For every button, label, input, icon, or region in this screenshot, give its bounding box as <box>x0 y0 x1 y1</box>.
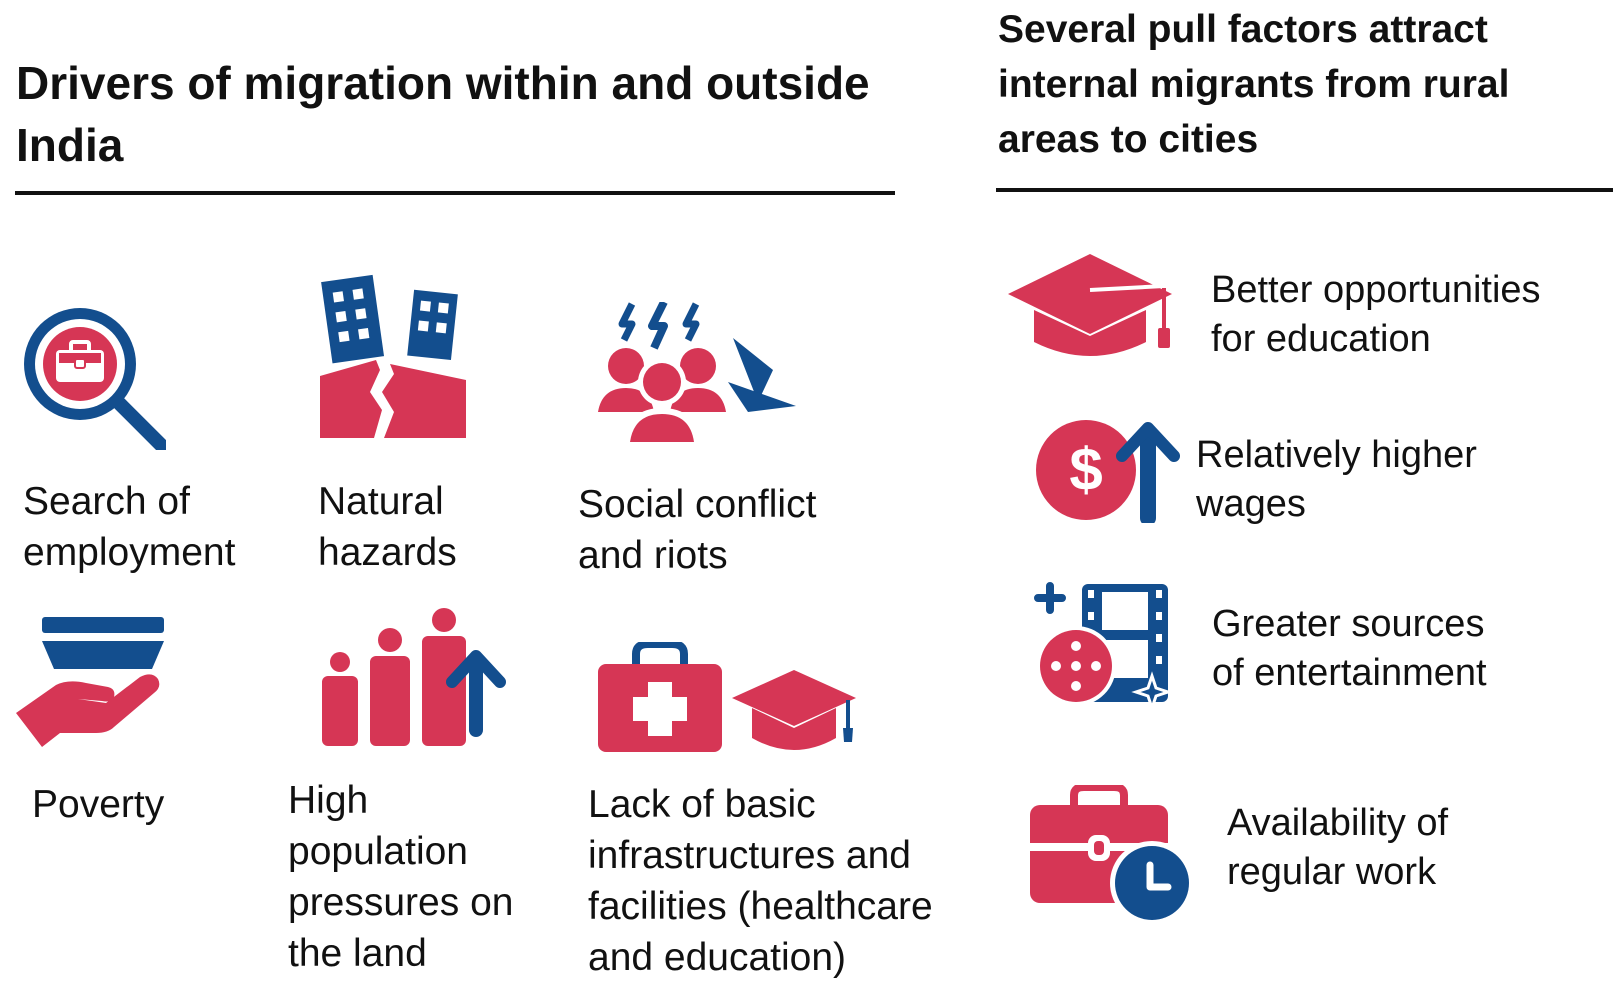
driver-label-search-of-employment: Search of employment <box>23 480 236 574</box>
driver-label-social-conflict: Social conflict and riots <box>578 483 817 577</box>
pull-factor-label-regular-work: Availability of regular work <box>1227 802 1449 893</box>
firstaid-graduation-icon <box>598 642 856 752</box>
pull-factor-label-education: Better opportunities for education <box>1211 269 1541 360</box>
right-title-divider <box>996 188 1613 192</box>
svg-text:$: $ <box>1069 436 1102 503</box>
film-entertainment-icon <box>1034 582 1173 710</box>
population-growth-icon <box>322 608 506 746</box>
driver-label-poverty: Poverty <box>32 783 165 826</box>
dollar-up-arrow-icon: $ <box>1036 420 1180 523</box>
pull-factor-label-entertainment: Greater sources of entertainment <box>1212 603 1487 694</box>
right-panel-title: Several pull factors attract internal mi… <box>998 8 1510 161</box>
left-panel-title: Drivers of migration within and outside … <box>16 57 870 171</box>
job-search-icon <box>24 308 166 450</box>
graduation-cap-icon <box>1008 254 1172 356</box>
driver-label-lack-of-infrastructure: Lack of basic infrastructures and facili… <box>588 783 933 979</box>
hand-bowl-icon <box>16 617 164 747</box>
driver-label-high-population: High population pressures on the land <box>288 779 514 975</box>
driver-label-natural-hazards: Natural hazards <box>318 480 457 574</box>
left-title-divider <box>15 191 895 195</box>
conflict-crowd-icon <box>598 302 796 442</box>
pull-factor-label-wages: Relatively higher wages <box>1196 434 1477 525</box>
briefcase-clock-icon <box>1030 785 1194 925</box>
earthquake-buildings-icon <box>320 274 466 438</box>
